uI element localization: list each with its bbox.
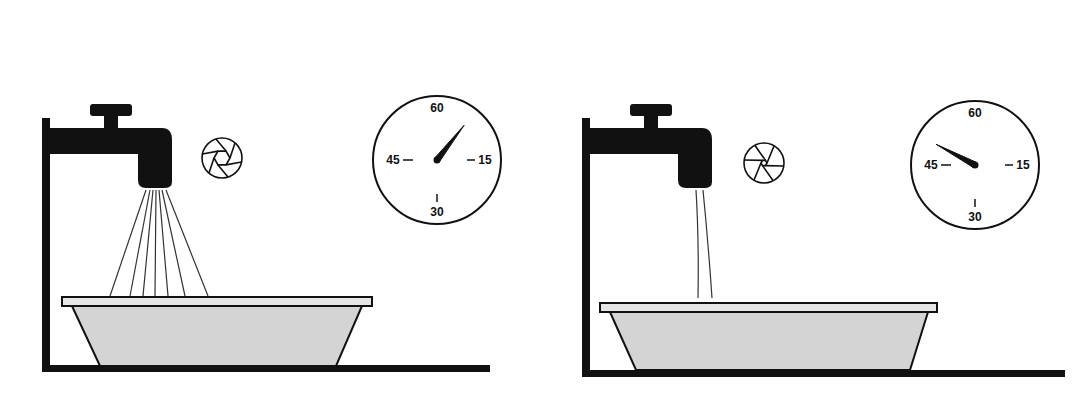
clock-dial: 60 45 15 30 bbox=[370, 93, 504, 227]
dial-number: 60 bbox=[430, 102, 443, 114]
dial-number: 15 bbox=[1016, 159, 1029, 171]
dial-number: 30 bbox=[430, 206, 443, 218]
clock-dial: 60 45 15 30 bbox=[908, 98, 1042, 232]
dial-number: 45 bbox=[386, 154, 399, 166]
dial-number: 30 bbox=[968, 211, 981, 223]
dial-number: 15 bbox=[478, 154, 491, 166]
dial-number: 60 bbox=[968, 107, 981, 119]
dial-number: 45 bbox=[924, 159, 937, 171]
